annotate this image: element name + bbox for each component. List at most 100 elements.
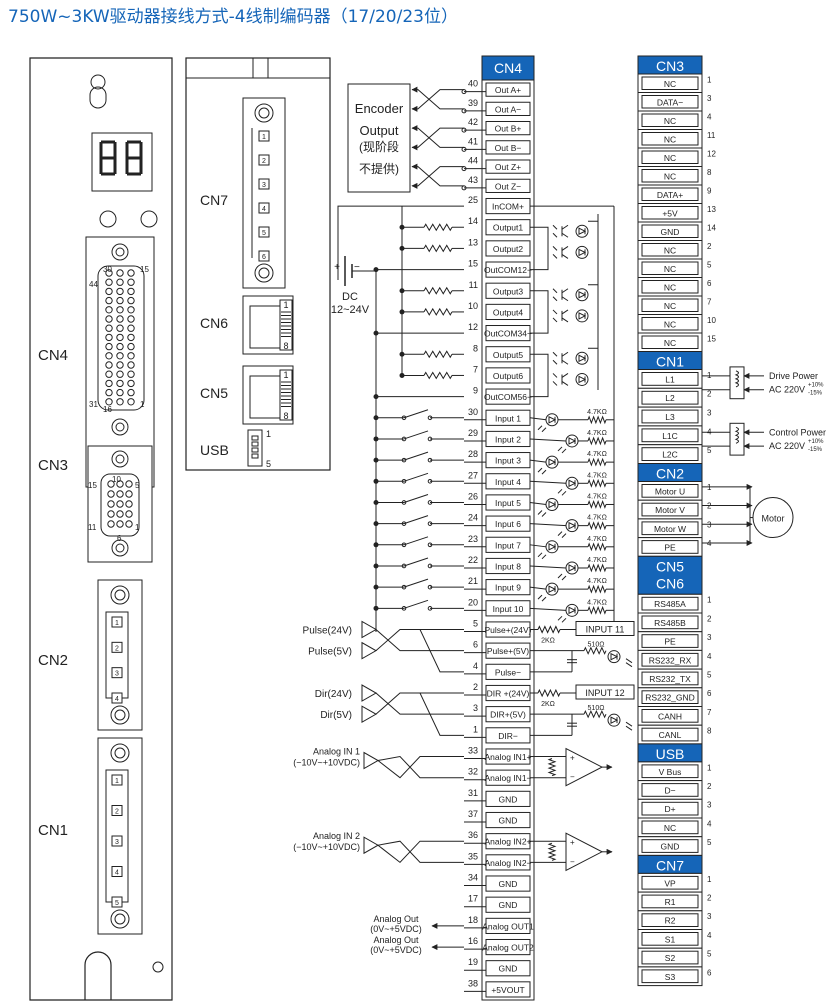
op-amp-minus: − bbox=[570, 773, 575, 782]
resistor-icon bbox=[537, 688, 561, 698]
pulse-r1-label: 2KΩ bbox=[541, 637, 555, 644]
cn7-pin-number: 1 bbox=[262, 134, 266, 141]
resistor-icon bbox=[423, 307, 453, 316]
pinout-cell bbox=[641, 875, 699, 890]
pinout-label: +5V bbox=[662, 208, 678, 218]
incom-wire bbox=[337, 205, 464, 262]
light-arrow-icon bbox=[557, 488, 567, 496]
cn4-pin bbox=[105, 352, 113, 360]
pinout-cell bbox=[641, 690, 699, 704]
screw-icon bbox=[254, 263, 274, 283]
junction-dot bbox=[373, 521, 379, 527]
cn4-pin-number: 22 bbox=[468, 555, 478, 565]
pinout-pin-number: 7 bbox=[707, 708, 712, 717]
screw-icon-inner bbox=[114, 589, 126, 601]
led-icon bbox=[575, 372, 589, 386]
cn4-pin bbox=[105, 306, 113, 314]
light-arrow-icon bbox=[557, 615, 567, 623]
diode-glyph bbox=[610, 716, 619, 724]
cn4-pin-label: Input 1 bbox=[495, 413, 521, 423]
pinout-cell bbox=[641, 132, 699, 146]
pinout-label: PE bbox=[664, 542, 676, 552]
drive-power-tolerance-plus: +10% bbox=[808, 383, 824, 389]
pinout-label: L2 bbox=[665, 393, 675, 403]
pinout-pin-number: 2 bbox=[707, 614, 712, 623]
pinout-cell bbox=[641, 95, 699, 109]
pinout-cell bbox=[641, 261, 699, 275]
screw-icon bbox=[254, 103, 274, 123]
switch-icon bbox=[403, 493, 429, 503]
switch-contact bbox=[401, 478, 407, 484]
pinout-cell bbox=[641, 783, 699, 797]
cn3-pin bbox=[107, 520, 115, 528]
cn7-pin-box bbox=[258, 154, 270, 166]
encoder-output-label: Output bbox=[359, 123, 398, 138]
cn1-pin-box bbox=[111, 805, 123, 816]
cn4-pin-label: GND bbox=[499, 794, 518, 804]
cn4-pin-label: GND bbox=[499, 964, 518, 974]
junction-dot bbox=[373, 267, 379, 273]
cn4-pin bbox=[105, 333, 113, 342]
cn2-front-label: CN2 bbox=[38, 652, 68, 669]
usb-contact bbox=[251, 441, 259, 447]
pinout-cell bbox=[641, 447, 699, 462]
cn4-pin bbox=[127, 370, 135, 378]
cn4-pin-number: 3 bbox=[473, 703, 478, 713]
cn4-pin-label: Input 5 bbox=[495, 498, 521, 508]
cn4-pin-number: 38 bbox=[468, 978, 478, 988]
resistor-icon bbox=[587, 521, 607, 531]
cn4-pin-label: Input 3 bbox=[495, 456, 521, 466]
input-resistor-label: 4.7KΩ bbox=[587, 409, 607, 416]
input-resistor-label: 4.7KΩ bbox=[587, 472, 607, 479]
cn4-shell bbox=[97, 265, 145, 411]
pinout-pin-number: 5 bbox=[707, 260, 712, 269]
pinout-label: NC bbox=[664, 823, 676, 833]
pulse-twisted-pair bbox=[375, 628, 464, 673]
pinout-pin-number: 6 bbox=[707, 279, 712, 288]
cn7-pin-box bbox=[258, 130, 270, 142]
cn4-pin-cell bbox=[485, 178, 531, 193]
cn4-pin-label: OutCOM12− bbox=[484, 265, 532, 275]
screw-icon bbox=[110, 743, 130, 763]
cn4-pin-number: 1 bbox=[473, 724, 478, 734]
cn3-pin bbox=[116, 510, 124, 518]
phototransistor-icon bbox=[561, 224, 569, 238]
encoder-output-label: 不提供) bbox=[359, 161, 399, 176]
cn4-pin-cell bbox=[485, 938, 531, 956]
line-driver-icon bbox=[361, 705, 378, 724]
input-internal-wire bbox=[529, 459, 547, 463]
pinout-pin-number: 5 bbox=[707, 950, 712, 959]
junction-dot bbox=[373, 457, 379, 463]
cn4-pin-label: Analog IN2− bbox=[484, 858, 531, 868]
cn4-pin bbox=[127, 388, 135, 397]
cn4-pin-cell bbox=[485, 917, 531, 934]
cn4-pin bbox=[116, 287, 124, 296]
pinout-header-label: CN6 bbox=[656, 575, 684, 591]
junction-dot bbox=[373, 542, 379, 548]
junction-dot bbox=[399, 288, 405, 294]
led-icon bbox=[575, 351, 589, 365]
light-arrow-icon bbox=[625, 658, 633, 668]
resistor-icon bbox=[587, 605, 607, 615]
pinout-label: RS485A bbox=[654, 599, 686, 609]
phototransistor-icon bbox=[561, 351, 569, 365]
cn4-pin bbox=[127, 361, 135, 369]
cn4-pin bbox=[127, 352, 135, 360]
cn4-pin-number: 29 bbox=[468, 428, 478, 438]
resistor-icon bbox=[423, 223, 453, 232]
cn4-pin-label: Analog OUT1 bbox=[482, 921, 534, 931]
resistor-icon bbox=[587, 457, 607, 467]
cn4-pin-label: Input 10 bbox=[493, 604, 524, 614]
light-arrow-icon bbox=[552, 309, 558, 323]
cn4-pin bbox=[116, 269, 124, 277]
input-internal-wire bbox=[529, 544, 547, 548]
pinout-label: R2 bbox=[665, 916, 676, 926]
light-arrow-icon bbox=[557, 531, 567, 538]
cn4-pin-label: Input 4 bbox=[495, 477, 521, 487]
analog-in2-twisted-pair bbox=[377, 840, 464, 864]
screw-icon-inner bbox=[115, 247, 125, 257]
